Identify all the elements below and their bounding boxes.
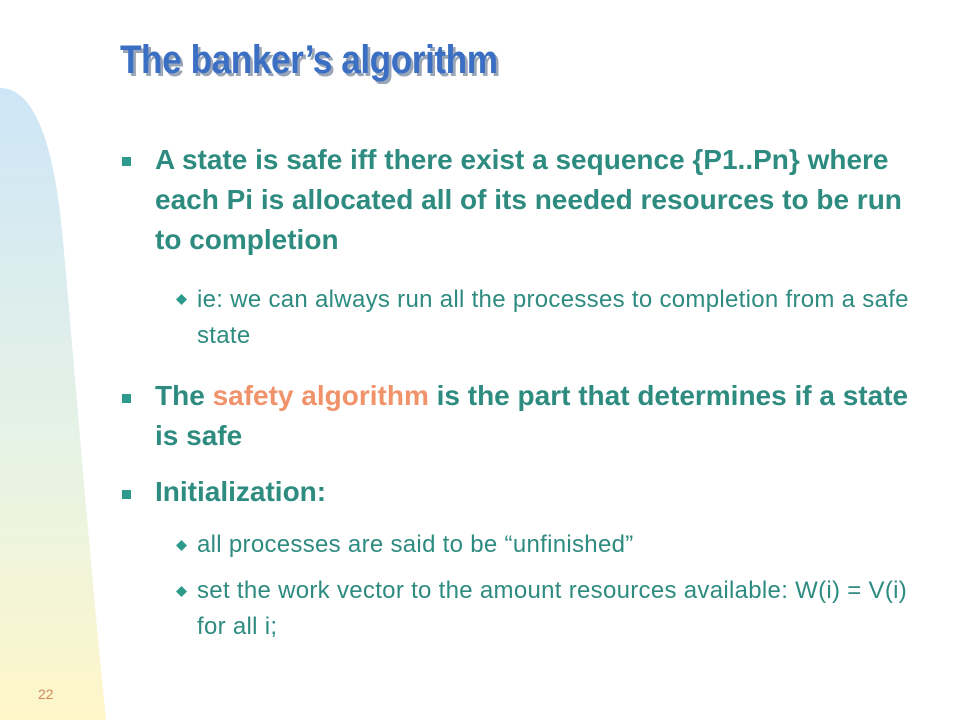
diamond-bullet-icon [176,540,187,551]
bullet-safety-algorithm: The safety algorithm is the part that de… [155,376,935,456]
bullet-safe-state: A state is safe iff there exist a sequen… [155,144,902,255]
diamond-bullet-icon [176,586,187,597]
bullet-text-after: is the part that determines if a state i… [155,380,909,451]
sub-bullet-unfinished: all processes are said to be “unfinished… [197,531,634,558]
bullet-initialization: Initialization: [155,476,327,507]
side-decoration-band [0,88,106,720]
square-bullet-icon [122,394,131,403]
bullet-text-before: The [155,380,213,411]
highlighted-term: safety algorithm [212,380,429,411]
slide-title: The banker’s algorithm [120,38,498,82]
square-bullet-icon [122,157,131,166]
diamond-bullet-icon [176,294,187,305]
sub-bullet-safe-state-explanation: ie: we can always run all the processes … [197,286,909,349]
sub-bullet-work-vector: set the work vector to the amount resour… [197,577,908,640]
square-bullet-icon [122,490,131,499]
page-number: 22 [38,686,54,702]
